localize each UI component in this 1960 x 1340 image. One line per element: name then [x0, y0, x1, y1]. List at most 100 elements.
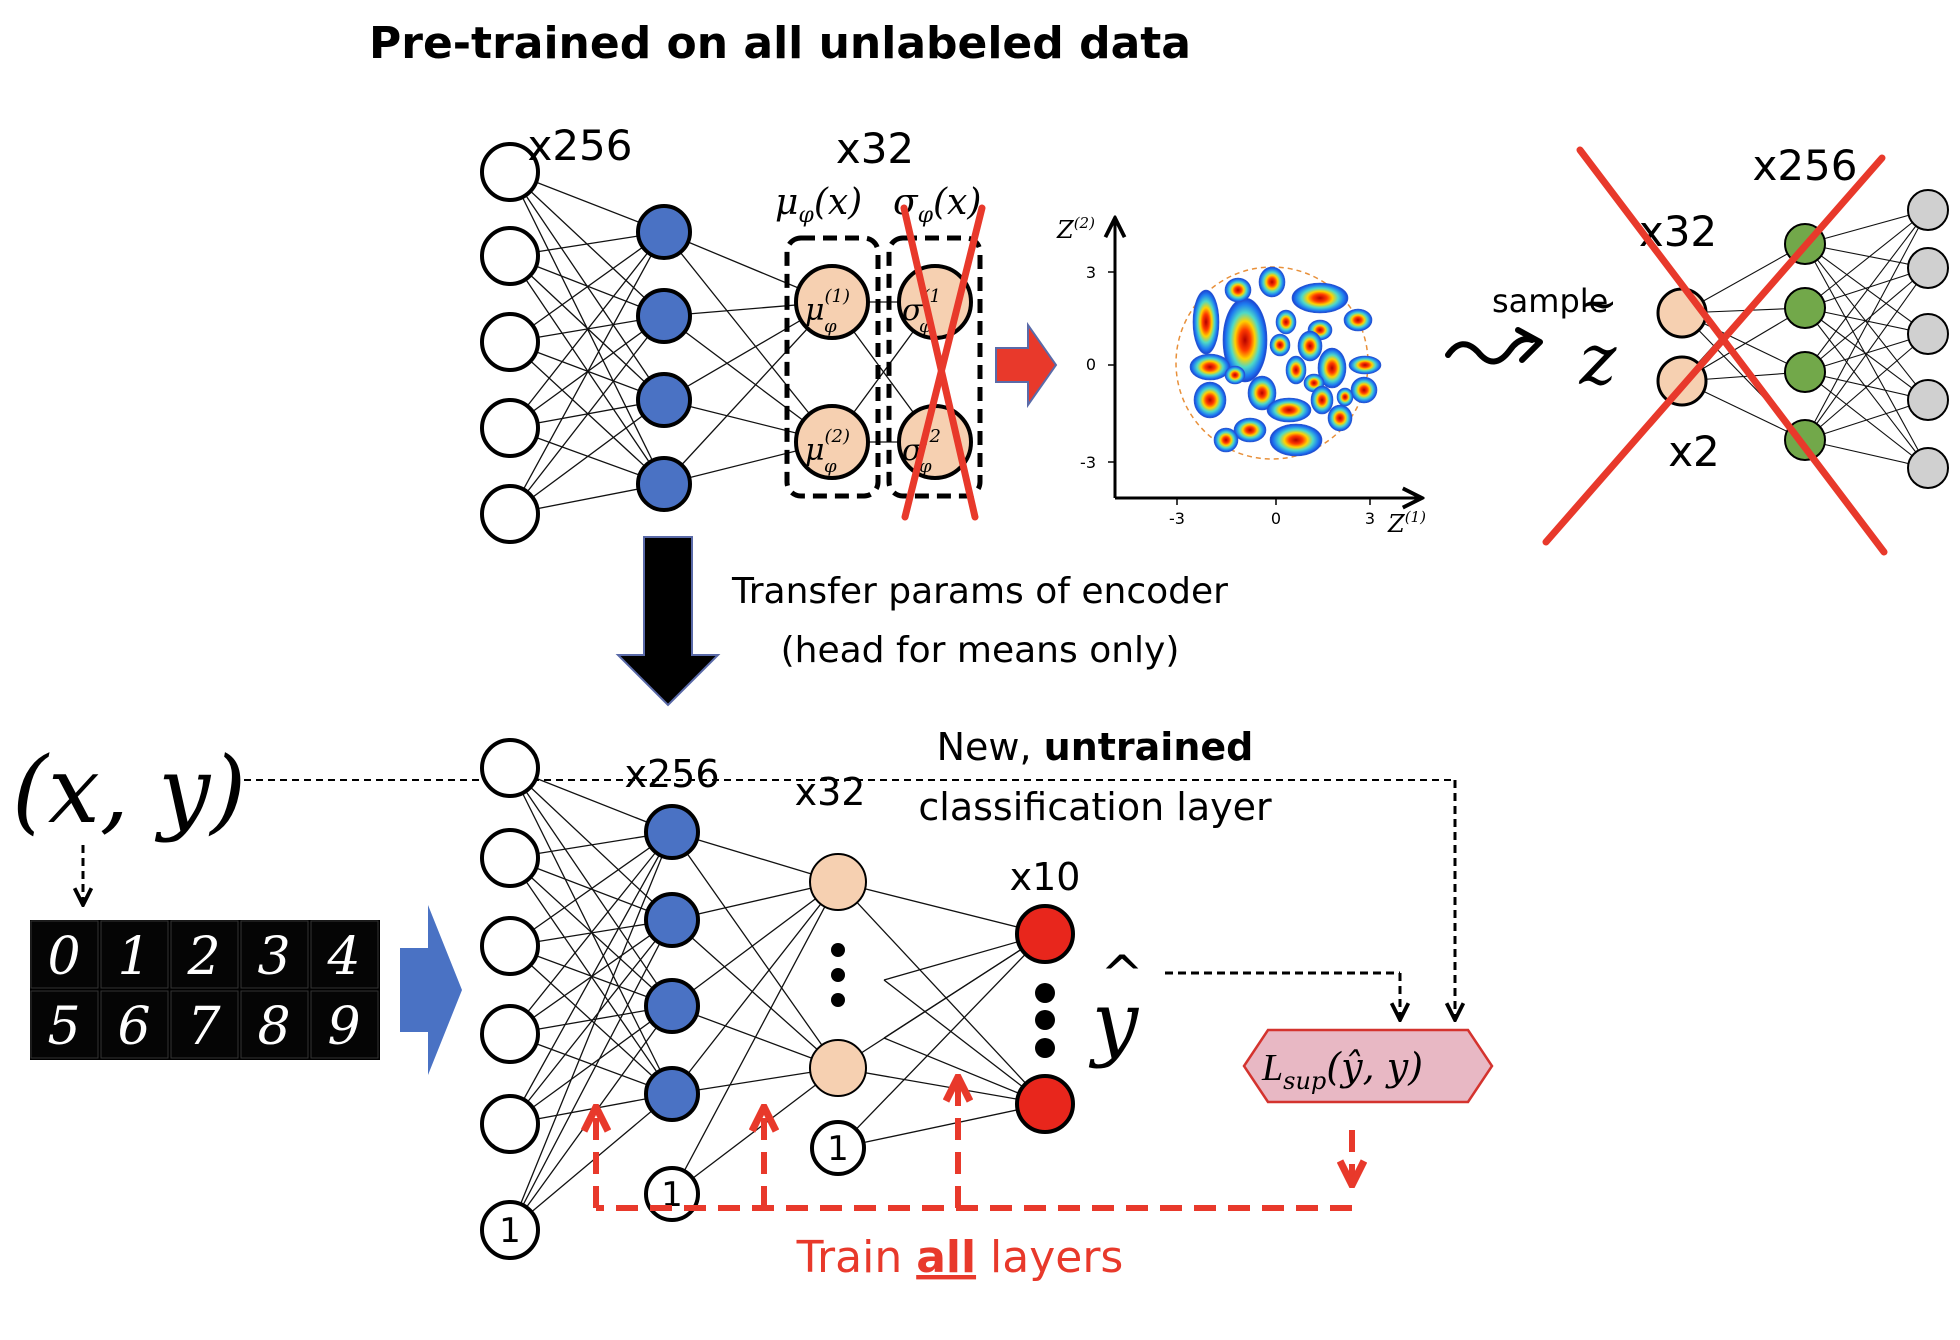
plot-x-axis-label: Z(1) [1387, 508, 1426, 538]
loss-box [1242, 1028, 1494, 1104]
network-edge [509, 831, 673, 1231]
network-edge [509, 767, 673, 1007]
network-edge [509, 919, 673, 1125]
bias-node [480, 1200, 540, 1260]
mnist-cell [310, 990, 379, 1059]
network-edge [1804, 209, 1929, 441]
plot-x-tick: 0 [1271, 509, 1281, 528]
plot-y-tick: 0 [1086, 355, 1096, 374]
network-edge [509, 919, 673, 1231]
network-edge [671, 881, 839, 1195]
network-edge [1804, 333, 1929, 373]
network-edge [837, 1103, 1046, 1149]
gaussian-blob [1258, 266, 1286, 298]
mu-node-1-label: μ(1)φ [805, 286, 850, 337]
network-edge [1804, 209, 1929, 373]
network-edge [1804, 267, 1929, 309]
classifier-input-node [480, 916, 540, 976]
encoder-hidden-count: x256 [527, 121, 632, 170]
network-edge [1804, 243, 1929, 335]
gaussian-blob [1224, 365, 1246, 385]
yhat-label: y [1088, 975, 1140, 1070]
mnist-cell [100, 920, 169, 989]
network-edge [1804, 307, 1929, 469]
network-edge [509, 831, 673, 947]
gaussian-blob [1224, 277, 1252, 303]
ellipsis-dot [831, 943, 845, 957]
mnist-cell [240, 990, 309, 1059]
gaussian-blob [1192, 289, 1220, 355]
hidden-node [636, 456, 692, 512]
network-edge [509, 231, 665, 429]
mnist-digit: 0 [47, 927, 80, 987]
network-edge [509, 255, 665, 401]
classifier-latent-node [809, 1039, 867, 1097]
mnist-cell [170, 920, 239, 989]
classifier-hidden-node [644, 978, 700, 1034]
mnist-cell [30, 990, 99, 1059]
classifier-output-node [1015, 904, 1075, 964]
hidden-node [636, 288, 692, 344]
gaussian-blob [1213, 427, 1239, 453]
decoder-hidden-node [1784, 351, 1826, 393]
network-edge [1804, 209, 1929, 245]
z-tilde-label: z [1579, 319, 1618, 401]
sample-squiggle-icon [1445, 336, 1535, 365]
network-edge [671, 881, 839, 1007]
classifier-hidden-count: x256 [624, 752, 719, 796]
network-edge [509, 1005, 673, 1125]
transfer-down-arrow-icon [615, 536, 721, 707]
ellipsis-dot [1035, 1038, 1055, 1058]
network-edge [509, 231, 665, 343]
title: Pre-trained on all unlabeled data [369, 18, 1191, 69]
mnist-cell [240, 920, 309, 989]
network-edge [1804, 439, 1929, 469]
encoder-hidden-layer [636, 204, 692, 512]
decoder-latent-node [1656, 287, 1708, 339]
network-edge [837, 1067, 1046, 1105]
decoder-output-node [1907, 247, 1949, 289]
decoder-output-node [1907, 379, 1949, 421]
decoder-cross-icon [1542, 146, 1888, 556]
network-edge [509, 767, 673, 921]
mnist-cell [310, 920, 379, 989]
network-edge [509, 399, 665, 515]
mnist-digit: 3 [257, 927, 290, 987]
decoder-output-node [1907, 447, 1949, 489]
classifier-network: 111 [480, 738, 1075, 1260]
z-tilde-mark: ~ [1578, 276, 1618, 332]
network-edge [837, 933, 1046, 1149]
network-edge [1804, 399, 1929, 441]
latent-space-plot: Z(2) Z(1) 3 0 -3 -3 0 3 [1056, 214, 1426, 538]
ellipsis-dot [831, 968, 845, 982]
mu-node-1 [794, 264, 870, 340]
input-node [480, 142, 540, 202]
mnist-digit: 5 [47, 997, 80, 1057]
mnist-cell [100, 990, 169, 1059]
gaussian-blob [1275, 309, 1297, 335]
decoder-hidden-node [1784, 287, 1826, 329]
classifier-hidden-node [644, 804, 700, 860]
decoder-output-node [1907, 189, 1949, 231]
new-layer-label-line1: New, untrained [937, 725, 1254, 769]
train-all-layers-label: Train all layers [796, 1232, 1124, 1283]
training-feedback-path [596, 1080, 1352, 1211]
bias-label: 1 [827, 1129, 849, 1169]
gaussian-blob [1193, 381, 1227, 419]
plot-y-tick: -3 [1080, 453, 1096, 472]
ellipsis-dot [831, 993, 845, 1007]
network-edge [837, 881, 1046, 935]
gaussian-blob [1269, 423, 1323, 457]
classifier-output-count: x10 [1010, 855, 1081, 899]
input-node [480, 312, 540, 372]
mnist-digit: 6 [117, 997, 150, 1057]
mnist-cell [30, 920, 99, 989]
ellipsis-dot [1035, 983, 1055, 1003]
network-edge [509, 831, 673, 1035]
plot-x-tick: 3 [1365, 509, 1375, 528]
mu-head-label: μφ(x) [775, 182, 862, 228]
plot-y-tick: 3 [1086, 263, 1096, 282]
network-edge [671, 881, 839, 1095]
network-edge [1804, 267, 1929, 373]
